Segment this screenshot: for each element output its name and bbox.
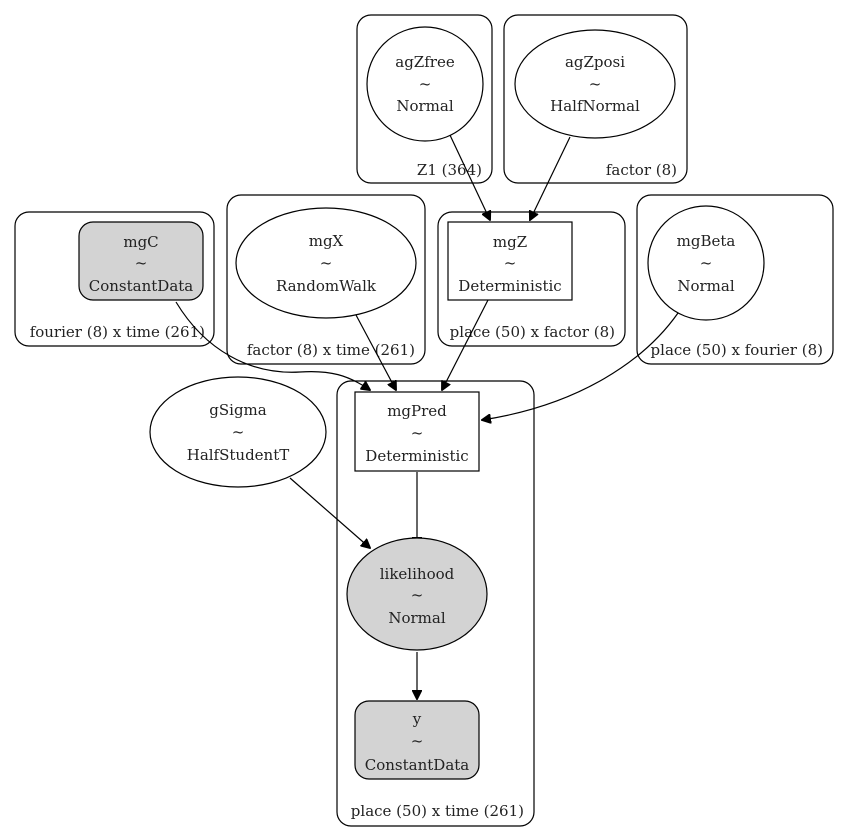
plate-z1: Z1 (364) bbox=[356, 14, 493, 184]
node-agZposi-sep: ~ bbox=[589, 75, 602, 93]
node-mgBeta-sep: ~ bbox=[700, 254, 713, 272]
edges bbox=[175, 132, 679, 699]
node-likelihood-dist: Normal bbox=[388, 609, 445, 627]
node-mgBeta-name: mgBeta bbox=[677, 232, 736, 250]
node-mgC-name: mgC bbox=[123, 233, 158, 251]
plate-place-time: place (50) x time (261) bbox=[336, 380, 535, 827]
node-agZposi-name: agZposi bbox=[565, 53, 625, 71]
node-y-name: y bbox=[412, 710, 422, 728]
node-mgC[interactable]: mgC ~ ConstantData bbox=[78, 221, 204, 301]
node-agZfree-sep: ~ bbox=[419, 75, 432, 93]
node-mgZ-sep: ~ bbox=[504, 254, 517, 272]
node-mgC-sep: ~ bbox=[135, 254, 148, 272]
node-gSigma-dist: HalfStudentT bbox=[187, 446, 290, 464]
plate-place-fourier-label: place (50) x fourier (8) bbox=[651, 341, 823, 359]
node-agZfree-dist: Normal bbox=[396, 97, 453, 115]
plate-z1-label: Z1 (364) bbox=[417, 161, 482, 179]
edge-mgBeta-mgPred bbox=[482, 312, 679, 420]
node-mgX-dist: RandomWalk bbox=[276, 277, 377, 295]
node-likelihood-sep: ~ bbox=[411, 586, 424, 604]
node-y-dist: ConstantData bbox=[365, 756, 470, 774]
node-agZposi-dist: HalfNormal bbox=[550, 97, 640, 115]
plate-place-time-label: place (50) x time (261) bbox=[351, 802, 524, 820]
node-likelihood[interactable]: likelihood ~ Normal bbox=[346, 537, 488, 651]
plate-factor: factor (8) bbox=[503, 14, 688, 184]
plate-fourier-time: fourier (8) x time (261) bbox=[14, 211, 215, 347]
node-mgPred-dist: Deterministic bbox=[365, 447, 468, 465]
edge-agZposi-mgZ bbox=[530, 136, 571, 220]
node-y[interactable]: y ~ ConstantData bbox=[354, 700, 480, 780]
node-agZfree[interactable]: agZfree ~ Normal bbox=[366, 26, 484, 142]
node-mgPred-sep: ~ bbox=[411, 424, 424, 442]
plate-factor-label: factor (8) bbox=[606, 161, 677, 179]
edge-agZfree-mgZ bbox=[448, 132, 490, 220]
node-gSigma-name: gSigma bbox=[209, 401, 267, 419]
node-mgPred-name: mgPred bbox=[387, 402, 447, 420]
plate-factor-time: factor (8) x time (261) bbox=[226, 194, 426, 365]
plate-fourier-time-label: fourier (8) x time (261) bbox=[30, 323, 205, 341]
node-gSigma-sep: ~ bbox=[232, 423, 245, 441]
node-mgPred[interactable]: mgPred ~ Deterministic bbox=[354, 391, 480, 472]
node-agZfree-name: agZfree bbox=[395, 53, 455, 71]
plate-place-fourier: place (50) x fourier (8) bbox=[636, 194, 834, 365]
node-mgX[interactable]: mgX ~ RandomWalk bbox=[235, 207, 417, 319]
node-agZposi[interactable]: agZposi ~ HalfNormal bbox=[514, 29, 676, 139]
node-mgZ-name: mgZ bbox=[493, 233, 527, 251]
edge-gSigma-likelihood bbox=[289, 477, 370, 548]
edge-mgC-mgPred bbox=[175, 301, 370, 390]
node-gSigma[interactable]: gSigma ~ HalfStudentT bbox=[149, 376, 327, 488]
node-likelihood-name: likelihood bbox=[380, 565, 455, 583]
node-mgBeta-dist: Normal bbox=[677, 277, 734, 295]
plate-place-factor-label: place (50) x factor (8) bbox=[450, 323, 615, 341]
edge-mgZ-mgPred bbox=[442, 299, 489, 390]
node-mgZ-dist: Deterministic bbox=[458, 277, 561, 295]
node-mgBeta[interactable]: mgBeta ~ Normal bbox=[647, 205, 765, 321]
node-mgC-dist: ConstantData bbox=[89, 277, 194, 295]
edge-mgX-mgPred bbox=[355, 314, 396, 390]
plate-factor-time-label: factor (8) x time (261) bbox=[247, 341, 415, 359]
node-mgX-name: mgX bbox=[309, 232, 344, 250]
node-mgZ[interactable]: mgZ ~ Deterministic bbox=[447, 221, 573, 301]
node-mgX-sep: ~ bbox=[320, 254, 333, 272]
node-y-sep: ~ bbox=[411, 732, 424, 750]
